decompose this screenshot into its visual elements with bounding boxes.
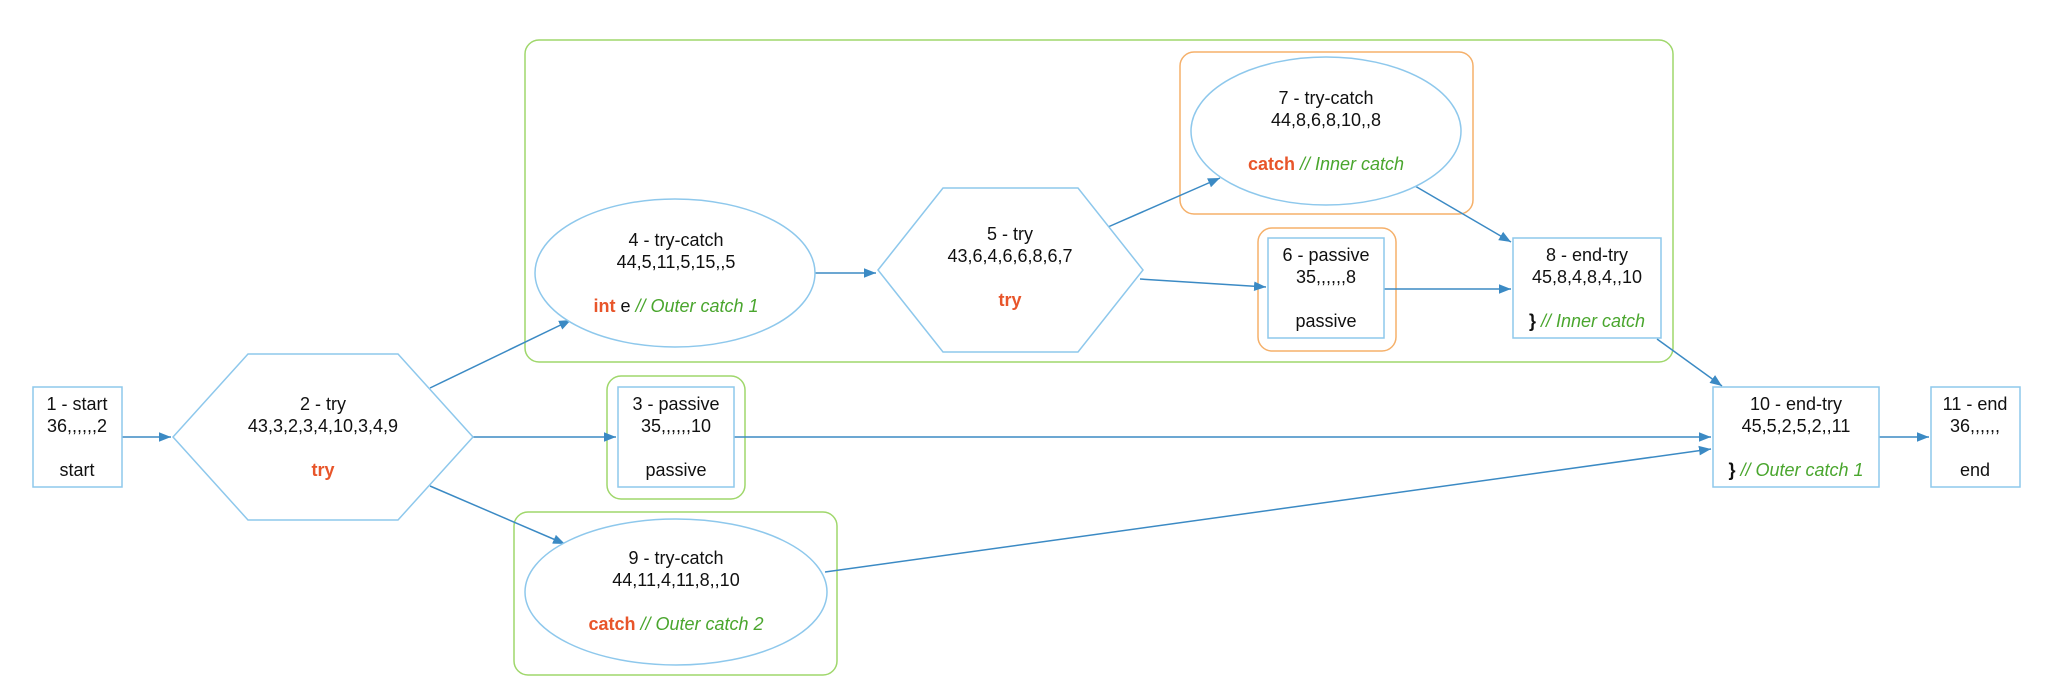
node-9-title: 9 - try-catch — [628, 548, 723, 568]
node-10-shape — [1712, 386, 1880, 488]
tag-segment: int — [593, 296, 615, 316]
tag-segment: // Inner catch — [1536, 311, 1645, 331]
node-8-shape — [1512, 237, 1662, 339]
node-8-title: 8 - end-try — [1546, 245, 1628, 265]
node-5-tag: try — [998, 290, 1021, 310]
node-5[interactable]: 5 - try 43,6,4,6,6,8,6,7 try — [947, 224, 1072, 310]
node-8-tag: } // Inner catch — [1529, 311, 1645, 331]
node-2-tag: try — [311, 460, 334, 480]
node-6-tag: passive — [1295, 311, 1356, 331]
node-10[interactable]: 10 - end-try 45,5,2,5,2,,11 } // Outer c… — [1728, 394, 1863, 480]
node-2-title: 2 - try — [300, 394, 346, 414]
node-shapes — [32, 56, 2021, 666]
edge-n2-n4 — [429, 319, 572, 389]
node-3-shape — [617, 386, 735, 488]
node-3[interactable]: 3 - passive 35,,,,,,10 passive — [632, 394, 719, 480]
node-5-shape — [877, 187, 1144, 353]
node-1-values: 36,,,,,,2 — [47, 416, 107, 436]
node-4-title: 4 - try-catch — [628, 230, 723, 250]
node-7-title: 7 - try-catch — [1278, 88, 1373, 108]
node-7-shape — [1190, 56, 1462, 206]
node-4-values: 44,5,11,5,15,,5 — [617, 252, 736, 272]
node-1[interactable]: 1 - start 36,,,,,,2 start — [46, 394, 107, 480]
node-7[interactable]: 7 - try-catch 44,8,6,8,10,,8 catch // In… — [1248, 88, 1404, 174]
node-6-values: 35,,,,,,8 — [1296, 267, 1356, 287]
tag-segment: // Outer catch 2 — [635, 614, 763, 634]
edge-n7-n8 — [1414, 185, 1512, 243]
node-7-tag: catch // Inner catch — [1248, 154, 1404, 174]
tag-segment: start — [59, 460, 94, 480]
tag-segment: e — [615, 296, 635, 316]
node-7-values: 44,8,6,8,10,,8 — [1271, 110, 1381, 130]
tag-segment: catch — [588, 614, 635, 634]
node-3-title: 3 - passive — [632, 394, 719, 414]
node-5-title: 5 - try — [987, 224, 1033, 244]
tag-segment: // Outer catch 1 — [633, 296, 758, 316]
tag-segment: try — [311, 460, 334, 480]
group-outer-catch-2 — [513, 511, 838, 676]
tag-segment: } — [1728, 460, 1735, 480]
group-outer-try — [524, 39, 1674, 363]
node-2-shape — [171, 353, 475, 521]
node-2[interactable]: 2 - try 43,3,2,3,4,10,3,4,9 try — [248, 394, 398, 480]
node-1-tag: start — [59, 460, 94, 480]
edge-n5-n6 — [1139, 278, 1267, 292]
node-3-values: 35,,,,,,10 — [641, 416, 711, 436]
node-4-tag: int e // Outer catch 1 — [593, 296, 758, 316]
group-inner-catch — [1179, 51, 1474, 215]
node-10-tag: } // Outer catch 1 — [1728, 460, 1863, 480]
node-4[interactable]: 4 - try-catch 44,5,11,5,15,,5 int e // O… — [593, 230, 758, 316]
node-9-tag: catch // Outer catch 2 — [588, 614, 763, 634]
tag-segment: try — [998, 290, 1021, 310]
node-6-shape — [1267, 237, 1385, 339]
node-6[interactable]: 6 - passive 35,,,,,,8 passive — [1282, 245, 1369, 331]
tag-segment: passive — [1295, 311, 1356, 331]
node-11-title: 11 - end — [1943, 394, 2008, 414]
node-1-title: 1 - start — [46, 394, 107, 414]
node-8-values: 45,8,4,8,4,,10 — [1532, 267, 1642, 287]
edge-n2-n9 — [429, 485, 566, 545]
tag-segment: catch — [1248, 154, 1295, 174]
tag-segment: } — [1529, 311, 1536, 331]
edge-n5-n7 — [1107, 177, 1221, 228]
tag-segment: passive — [645, 460, 706, 480]
node-9[interactable]: 9 - try-catch 44,11,4,11,8,,10 catch // … — [588, 548, 763, 634]
node-6-title: 6 - passive — [1282, 245, 1369, 265]
node-5-values: 43,6,4,6,6,8,6,7 — [947, 246, 1072, 266]
node-11-tag: end — [1960, 460, 1990, 480]
edge-n9-n10 — [824, 445, 1712, 573]
node-10-values: 45,5,2,5,2,,11 — [1742, 416, 1851, 436]
tag-segment: // Inner catch — [1295, 154, 1404, 174]
tag-segment: // Outer catch 1 — [1735, 460, 1863, 480]
node-9-shape — [524, 518, 828, 666]
node-9-values: 44,11,4,11,8,,10 — [612, 570, 739, 590]
node-1-shape — [32, 386, 123, 488]
node-8[interactable]: 8 - end-try 45,8,4,8,4,,10 } // Inner ca… — [1529, 245, 1645, 331]
tag-segment: end — [1960, 460, 1990, 480]
node-2-values: 43,3,2,3,4,10,3,4,9 — [248, 416, 398, 436]
node-10-title: 10 - end-try — [1750, 394, 1842, 414]
node-11-shape — [1930, 386, 2021, 488]
node-4-shape — [534, 198, 816, 348]
edges — [122, 177, 1929, 573]
node-11[interactable]: 11 - end 36,,,,,, end — [1943, 394, 2008, 480]
edge-n8-n10 — [1656, 338, 1723, 387]
node-3-tag: passive — [645, 460, 706, 480]
node-11-values: 36,,,,,, — [1950, 416, 2000, 436]
